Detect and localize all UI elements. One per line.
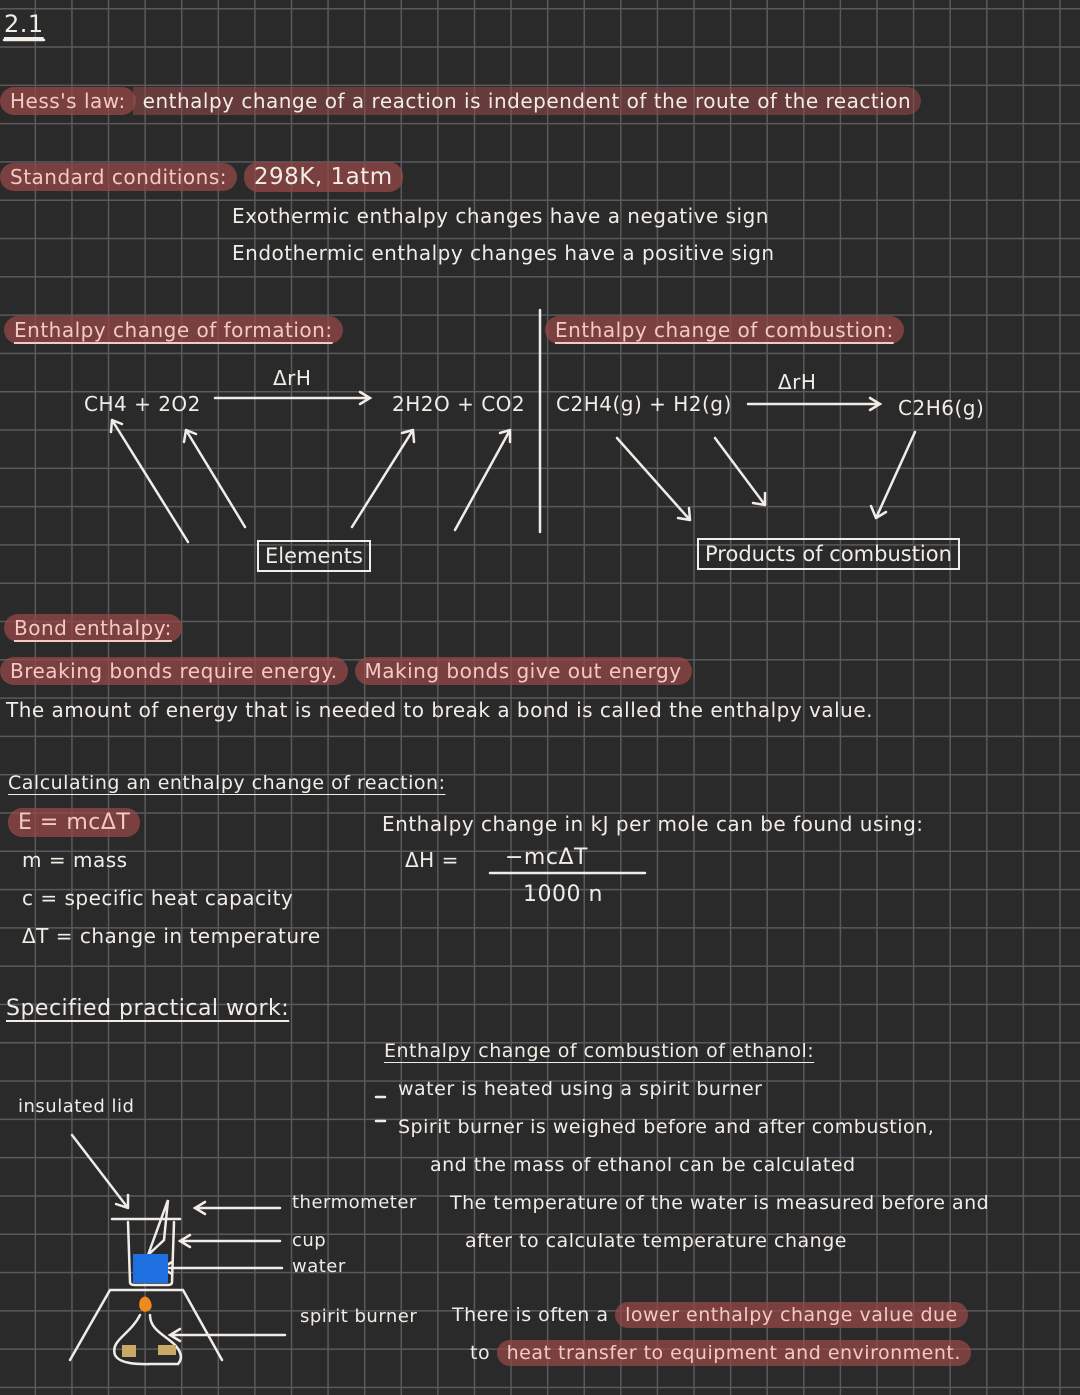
practical-heading: Enthalpy change of combustion of ethanol… [384, 1040, 815, 1062]
bond-definition: The amount of energy that is needed to b… [6, 698, 874, 722]
calc-item-mass: m = mass [22, 848, 128, 872]
standard-label: Standard conditions: [0, 163, 237, 191]
formation-reactants: CH4 + 2O2 [84, 392, 201, 416]
calc-item-shc: c = specific heat capacity [22, 886, 294, 910]
practical-point-5: after to calculate temperature change [465, 1230, 847, 1252]
formula-denominator: 1000 n [523, 882, 603, 907]
formation-products: 2H2O + CO2 [392, 392, 526, 416]
combustion-arrow-label: ΔrH [778, 370, 817, 394]
endothermic-sign: Endothermic enthalpy changes have a posi… [232, 241, 775, 265]
formula-intro: Enthalpy change in kJ per mole can be fo… [382, 812, 924, 836]
calc-title: Calculating an enthalpy change of reacti… [8, 772, 446, 794]
practical-point-1: water is heated using a spirit burner [398, 1078, 763, 1100]
calc-item-dt: ΔT = change in temperature [22, 924, 321, 948]
practical-point-2: Spirit burner is weighed before and afte… [398, 1116, 935, 1138]
formation-arrow [213, 390, 373, 406]
formula-lhs: ΔH = [405, 848, 459, 872]
combustion-arrow [746, 396, 883, 412]
page-number: 2.1 [4, 10, 44, 38]
label-insulated-lid: insulated lid [18, 1096, 135, 1117]
note-prefix: There is often a [452, 1304, 609, 1326]
hess-label: Hess's law: [0, 87, 136, 115]
hess-law: Hess's law: enthalpy change of a reactio… [0, 87, 922, 115]
note-highlight-1: lower enthalpy change value due [615, 1302, 968, 1328]
practical-title: Specified practical work: [6, 996, 290, 1021]
water-fill [133, 1254, 168, 1283]
combustion-title: Enthalpy change of combustion: [545, 316, 904, 344]
label-spirit-burner: spirit burner [300, 1306, 418, 1327]
bond-breaking: Breaking bonds require energy. [0, 657, 348, 685]
formation-arrow-label: ΔrH [273, 366, 312, 390]
bond-breaking-making: Breaking bonds require energy. Making bo… [0, 657, 692, 685]
formula-numerator: −mcΔT [505, 845, 588, 870]
label-cup: cup [292, 1230, 327, 1251]
practical-note-line2: to heat transfer to equipment and enviro… [470, 1340, 971, 1366]
calc-item-energy: E = mcΔT [8, 808, 141, 837]
combustion-reactants: C2H4(g) + H2(g) [556, 392, 732, 416]
practical-point-4: The temperature of the water is measured… [450, 1192, 990, 1214]
exothermic-sign: Exothermic enthalpy changes have a negat… [232, 204, 769, 228]
standard-conditions: Standard conditions: 298K, 1atm [0, 162, 403, 192]
flame-icon [139, 1296, 152, 1312]
combustion-products: C2H6(g) [898, 396, 985, 420]
practical-point-3: and the mass of ethanol can be calculate… [430, 1154, 856, 1176]
arrow-up-1 [109, 418, 190, 544]
label-thermometer: thermometer [292, 1192, 417, 1213]
note-highlight-2: heat transfer to equipment and environme… [496, 1340, 971, 1366]
bond-making: Making bonds give out energy [354, 657, 692, 685]
arrow-up-2 [182, 428, 247, 529]
products-box: Products of combustion [697, 538, 960, 570]
elements-box: Elements [257, 540, 371, 572]
note-to: to [470, 1342, 491, 1364]
label-water: water [292, 1256, 346, 1277]
practical-note-line1: There is often a lower enthalpy change v… [452, 1302, 968, 1328]
bond-title: Bond enthalpy: [4, 614, 182, 642]
standard-value: 298K, 1atm [243, 162, 403, 192]
formation-title: Enthalpy change of formation: [4, 316, 343, 344]
hess-text: enthalpy change of a reaction is indepen… [132, 87, 922, 115]
